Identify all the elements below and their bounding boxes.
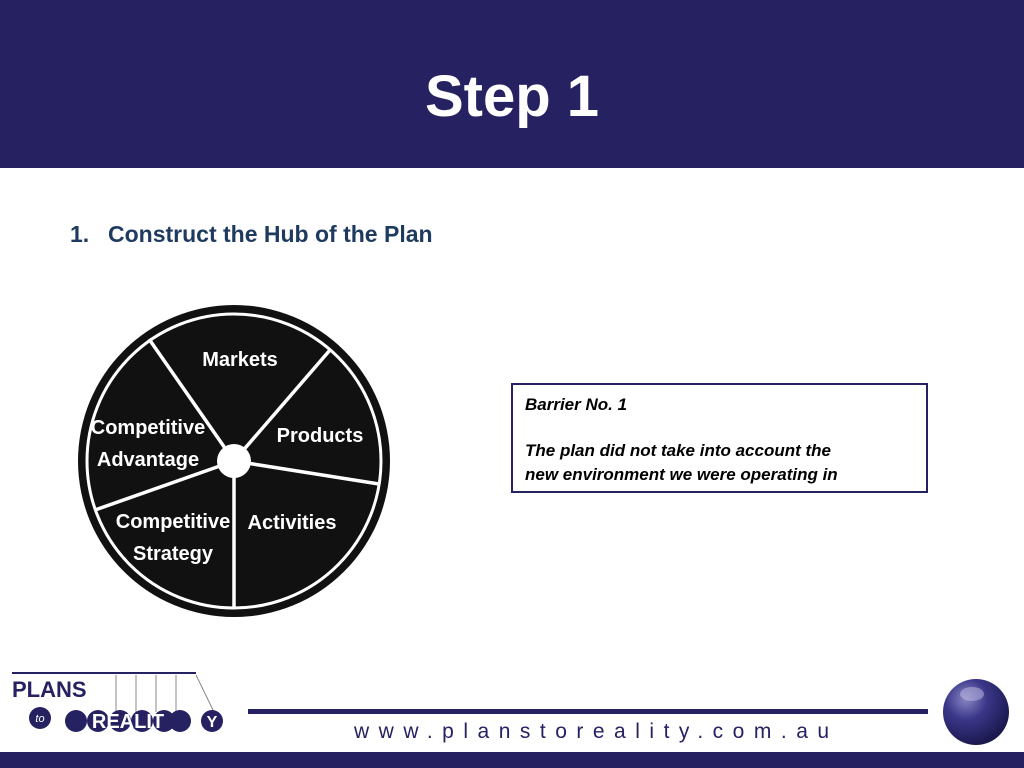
barrier-callout: Barrier No. 1 The plan did not take into… — [511, 383, 928, 493]
segment-activities: Activities — [248, 512, 337, 534]
spoke — [147, 337, 236, 463]
callout-body-line1: The plan did not take into account the — [525, 441, 832, 460]
wheel-spokes — [94, 337, 380, 608]
bullet-text: Construct the Hub of the Plan — [108, 221, 433, 247]
footer-bar — [0, 752, 1024, 768]
footer-rule — [248, 709, 928, 714]
svg-text:REALIT: REALIT — [92, 711, 164, 733]
svg-text:Y: Y — [207, 714, 218, 731]
slide-title: Step 1 — [424, 64, 600, 129]
decorative-sphere — [943, 679, 1009, 745]
bullet-number: 1. — [70, 221, 90, 247]
bullet-point: 1. Construct the Hub of the Plan — [70, 221, 433, 248]
svg-text:PLANS: PLANS — [12, 677, 87, 702]
website-url: www.planstoreality.com.au — [354, 720, 839, 743]
title-banner: Step 1 — [0, 0, 1024, 168]
spoke — [232, 348, 332, 463]
spoke — [233, 459, 380, 486]
svg-text:to: to — [35, 713, 44, 725]
callout-heading: Barrier No. 1 — [525, 395, 628, 414]
segment-products: Products — [277, 425, 364, 447]
wheel-hub — [217, 444, 251, 478]
spoke — [94, 459, 235, 512]
callout-body-line2: new environment we were operating in — [525, 465, 838, 484]
segment-markets: Markets — [202, 349, 278, 371]
plans-to-reality-logo: PLANS to REALIT Y — [12, 672, 223, 733]
